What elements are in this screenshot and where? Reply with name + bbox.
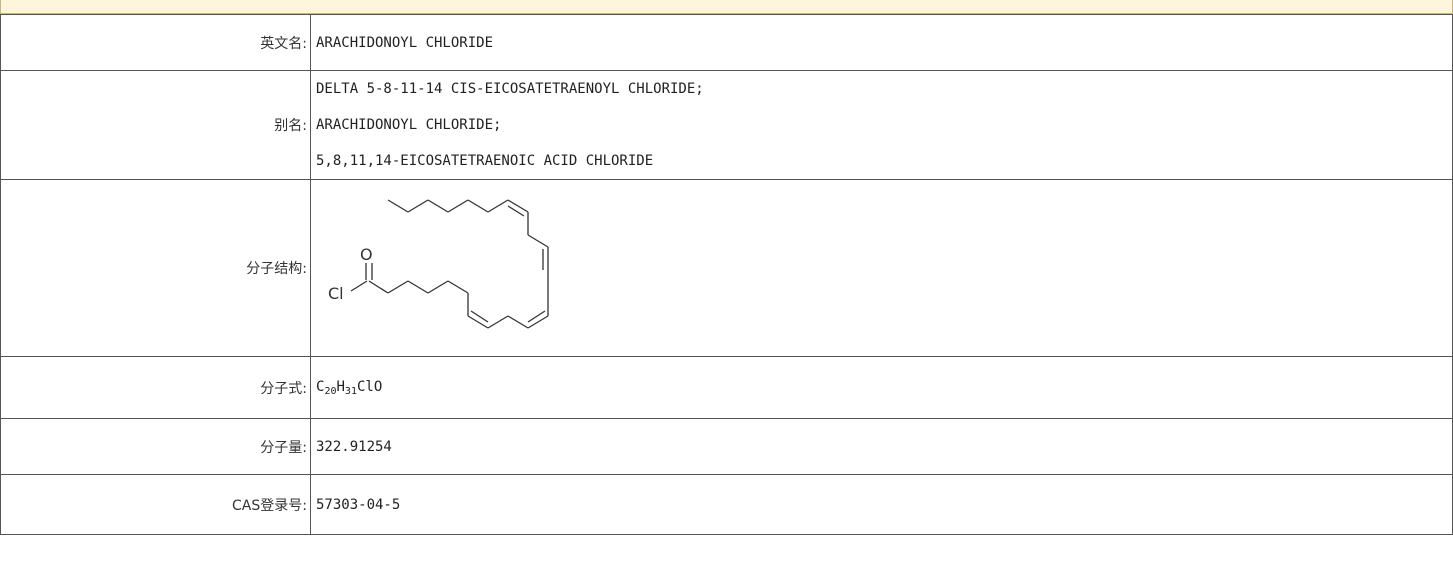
header-band (0, 0, 1453, 14)
atom-label: O (360, 245, 373, 264)
english-name-value: ARACHIDONOYL CHLORIDE (310, 14, 1453, 71)
formula-subscript: 31 (344, 385, 357, 397)
atom-label: Cl (328, 284, 344, 303)
cas-row: CAS登录号: 57303-04-5 (0, 474, 1453, 535)
structure-cell: O Cl (310, 179, 1453, 357)
bond (407, 199, 429, 213)
bond (507, 205, 525, 217)
bond (407, 280, 429, 294)
cas-value: 57303-04-5 (310, 474, 1453, 535)
bond (467, 315, 489, 329)
bond (387, 199, 409, 213)
molecular-weight-row: 分子量: 322.91254 (0, 418, 1453, 475)
formula-label: 分子式: (0, 356, 311, 419)
bond (470, 310, 489, 323)
bond (387, 280, 409, 294)
cas-label: CAS登录号: (0, 474, 311, 535)
bond (527, 315, 549, 329)
bond (507, 315, 529, 329)
alias-values: DELTA 5-8-11-14 CIS-EICOSATETRAENOYL CHL… (310, 70, 1453, 180)
english-name-label: 英文名: (0, 14, 311, 71)
molecular-weight-value: 322.91254 (310, 418, 1453, 475)
bond (447, 199, 469, 213)
bond (487, 315, 509, 329)
alias-label: 别名: (0, 70, 311, 180)
formula-element: H (336, 378, 345, 395)
bond (368, 280, 389, 294)
compound-info-table: 英文名: ARACHIDONOYL CHLORIDE 别名: DELTA 5-8… (0, 14, 1453, 535)
formula-row: 分子式: C20H31ClO (0, 356, 1453, 419)
english-name-row: 英文名: ARACHIDONOYL CHLORIDE (0, 14, 1453, 71)
molecular-weight-label: 分子量: (0, 418, 311, 475)
bond (527, 310, 546, 323)
alias-item: DELTA 5-8-11-14 CIS-EICOSATETRAENOYL CHL… (316, 81, 704, 97)
alias-item: ARACHIDONOYL CHLORIDE; (316, 117, 502, 133)
formula-subscript: 20 (324, 385, 337, 397)
formula-value: C20H31ClO (310, 356, 1453, 419)
molecular-structure-image: O Cl (328, 199, 549, 329)
bond (507, 199, 529, 213)
bond (527, 234, 549, 248)
bond (350, 280, 368, 292)
structure-label: 分子结构: (0, 179, 311, 357)
formula-element: ClO (356, 378, 383, 395)
bond (487, 199, 509, 213)
bond (447, 280, 469, 294)
bond (467, 199, 489, 213)
bond (427, 280, 449, 294)
alias-row: 别名: DELTA 5-8-11-14 CIS-EICOSATETRAENOYL… (0, 70, 1453, 180)
structure-row: 分子结构: (0, 179, 1453, 357)
alias-item: 5,8,11,14-EICOSATETRAENOIC ACID CHLORIDE (316, 153, 654, 169)
formula-element: C (316, 378, 325, 395)
bond (427, 199, 449, 213)
